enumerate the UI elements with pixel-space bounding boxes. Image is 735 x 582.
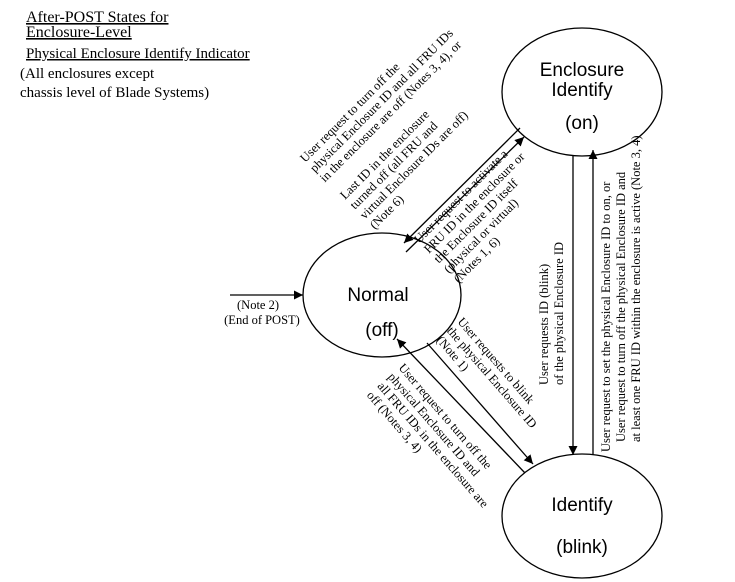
title-line-2: Enclosure-Level <box>26 24 132 41</box>
title-line-1: After-POST States for <box>26 9 169 26</box>
state-enclosure-identify-line-1: Enclosure <box>540 60 625 81</box>
arrow-identify-to-normal <box>396 338 526 474</box>
state-normal: Normal (off) <box>302 232 462 358</box>
label-line: of the physical Enclosure ID <box>552 242 566 385</box>
label-line: the physical Enclosure ID <box>444 324 540 431</box>
title-line-3: Physical Enclosure Identify Indicator <box>26 46 250 62</box>
state-identify-ellipse <box>501 453 663 579</box>
state-enclosure-identify: Enclosure Identify (on) <box>501 27 663 157</box>
label-line: at least one FRU ID within the enclosure… <box>629 135 643 442</box>
title-note-1: (All enclosures except <box>20 66 155 82</box>
state-normal-name: Normal <box>347 285 408 306</box>
arrow-normal-to-on <box>405 136 525 253</box>
state-enclosure-identify-status: (on) <box>565 113 599 134</box>
label-line: User request to turn off the physical En… <box>614 171 628 442</box>
label-identify-to-on: User request to set the physical Enclosu… <box>599 135 643 452</box>
label-line: User request to set the physical Enclosu… <box>599 181 613 452</box>
arrow-on-to-normal <box>403 127 521 244</box>
label-on-to-identify: User requests ID (blink) of the physical… <box>537 242 566 385</box>
diagram-title: After-POST States for Enclosure-Level Ph… <box>20 9 250 101</box>
state-identify-name: Identify <box>551 495 613 516</box>
state-identify-status: (blink) <box>556 537 608 558</box>
arrow-normal-to-identify <box>426 342 534 465</box>
entry-label-line-1: (Note 2) <box>237 298 279 312</box>
state-enclosure-identify-line-2: Identify <box>551 80 613 101</box>
state-identify: Identify (blink) <box>501 453 663 579</box>
state-enclosure-identify-ellipse <box>501 27 663 157</box>
title-note-2: chassis level of Blade Systems) <box>20 85 209 101</box>
entry-label: (Note 2) (End of POST) <box>224 298 300 327</box>
state-normal-status: (off) <box>365 320 398 341</box>
label-line: User requests ID (blink) <box>537 264 551 385</box>
entry-label-line-2: (End of POST) <box>224 313 300 327</box>
